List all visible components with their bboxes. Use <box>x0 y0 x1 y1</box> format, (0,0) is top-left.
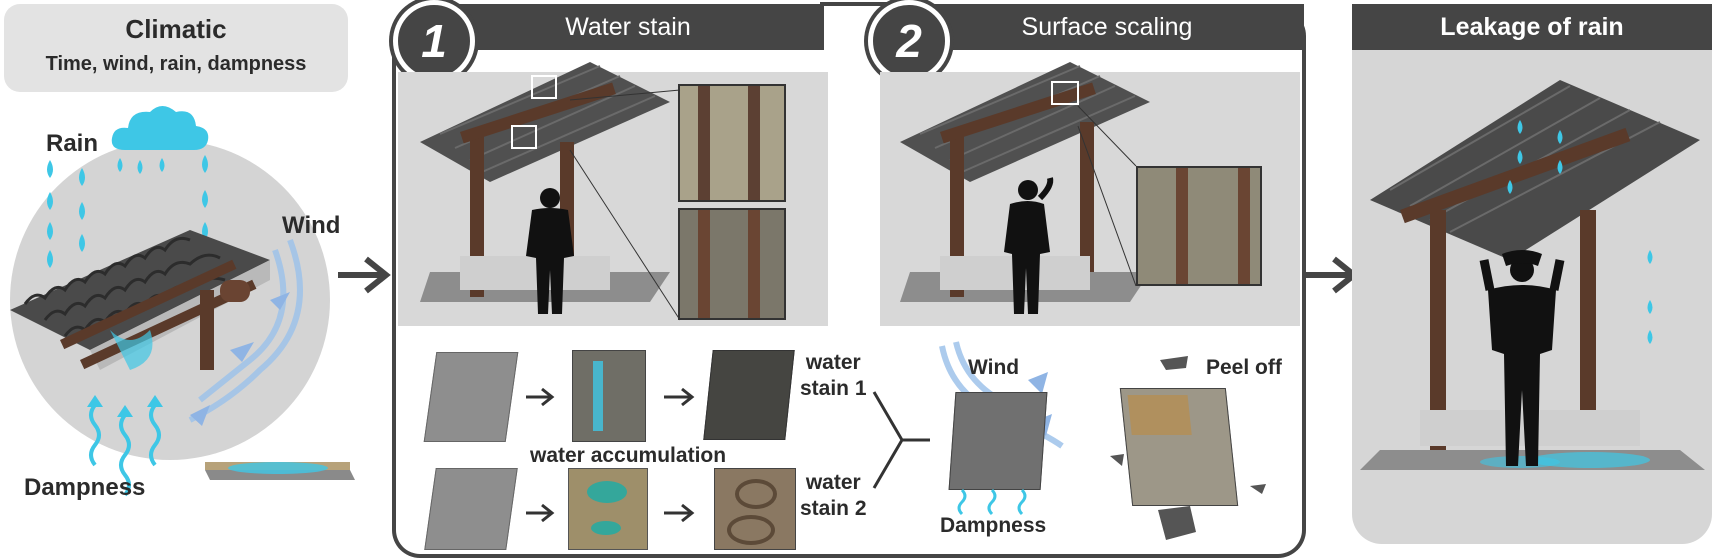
steps-frame-top-connector <box>820 2 910 6</box>
label-dampness-step2: Dampness <box>940 514 1047 537</box>
step2-closeup <box>1136 166 1262 286</box>
tile-accum-2a <box>568 468 648 550</box>
label-wind-step2: Wind <box>968 356 1020 379</box>
label-wind: Wind <box>282 212 341 239</box>
merge-bracket <box>872 391 930 489</box>
step1-closeup-bottom <box>678 208 786 320</box>
tile-scaling-wind <box>948 392 1048 490</box>
label-dampness: Dampness <box>24 474 146 501</box>
label-water-accumulation: water accumulation <box>530 444 727 467</box>
puddle-slab <box>205 462 355 480</box>
final-pavilion-illustration <box>1360 80 1705 470</box>
climatic-title: Climatic <box>125 14 227 44</box>
climatic-box: Climatic Time, wind, rain, dampness <box>4 4 348 92</box>
arrow-right-1 <box>338 256 391 294</box>
steps-frame <box>392 8 1306 558</box>
tile-plain-1 <box>423 352 519 442</box>
rain-drops-icon <box>47 155 208 268</box>
peel-fragments <box>1110 356 1266 540</box>
wind-swirl-icon <box>188 238 303 426</box>
final-header: Leakage of rain <box>1352 4 1712 50</box>
step1-pavilion-illustration <box>420 62 670 302</box>
person-silhouette-2 <box>1004 177 1054 314</box>
roof-tiles-illustration <box>10 230 270 370</box>
tile-plain-2 <box>424 468 518 550</box>
step1-header: Water stain <box>432 4 824 50</box>
tile-stain-1a <box>572 350 646 442</box>
label-peel-off: Peel off <box>1206 356 1282 379</box>
small-arrows-row2 <box>526 503 695 523</box>
label-rain: Rain <box>46 130 99 157</box>
climatic-subtitle: Time, wind, rain, dampness <box>45 53 307 75</box>
label-water-stain-1: water stain 1 <box>800 351 867 400</box>
tile-stain-2b <box>714 468 796 550</box>
dampness-waves-icon <box>87 395 163 497</box>
step2-dampness-waves <box>957 488 1027 516</box>
label-water-stain-2: water stain 2 <box>800 471 867 520</box>
step1-badge: 1 <box>393 0 475 82</box>
step1-closeup-top <box>678 84 786 202</box>
step1-zoom-lines <box>569 89 681 321</box>
person-silhouette-3 <box>1479 250 1565 466</box>
small-arrows-row1 <box>526 387 695 407</box>
person-silhouette-1 <box>526 188 574 314</box>
step2-zoom-lines <box>1077 105 1137 287</box>
step2-pavilion-illustration <box>900 62 1150 302</box>
step2-header: Surface scaling <box>910 4 1304 50</box>
cloud-icon <box>111 106 209 150</box>
